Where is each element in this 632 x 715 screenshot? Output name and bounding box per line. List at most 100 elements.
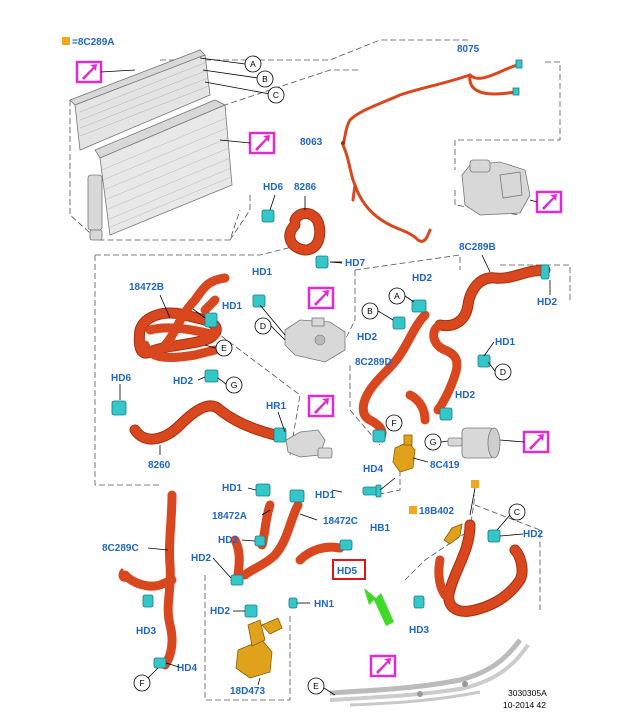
- callout-circle: [256, 70, 274, 88]
- callout-letter: F: [139, 678, 144, 688]
- part-label: 8286: [294, 182, 317, 193]
- callout-circle: [225, 376, 243, 394]
- clamp-label: HD1: [495, 337, 515, 348]
- callout-circle: [244, 55, 262, 73]
- part-label: 8063: [300, 137, 323, 148]
- view-detail-icon: [75, 60, 136, 84]
- green-pointer-arrow: [364, 588, 394, 626]
- clamp-label: HB1: [370, 523, 390, 534]
- clamp-label: HD3: [409, 625, 429, 636]
- part-label: 8C419: [430, 460, 460, 471]
- clamp-leader-lines: [165, 261, 524, 668]
- clamp-label: HD3: [136, 626, 156, 637]
- part-labels: 8075 8063 8286 18472B 8C289B 8C289D 8260…: [102, 44, 496, 697]
- overflow-hoses-top-right: [341, 59, 523, 243]
- hose-8260: [111, 384, 287, 455]
- clamp-label: HD2: [357, 332, 377, 343]
- clamp-label: HD5: [337, 566, 357, 577]
- thermostat-housing: [259, 304, 346, 363]
- callout-circle: [385, 414, 403, 432]
- clamp-label: HD2: [412, 273, 432, 284]
- view-detail-icon: [219, 131, 276, 155]
- clamp-label: HD6: [263, 182, 283, 193]
- view-detail-icon: [307, 286, 335, 310]
- valve-8C419: [392, 434, 429, 473]
- callout-letter: B: [367, 306, 373, 316]
- callout-letter: D: [260, 321, 266, 331]
- hose-8C289B-8C289D: [358, 254, 551, 443]
- view-detail-icon: [369, 654, 397, 678]
- callout-circle: [508, 503, 526, 521]
- part-label: 8C289C: [102, 543, 139, 554]
- grey-pipes-bottom: E: [307, 638, 530, 707]
- view-detail-icons: [75, 60, 563, 678]
- callout-letter: G: [231, 380, 238, 390]
- callout-letter: E: [221, 343, 227, 353]
- hose-8C289C: F: [118, 490, 177, 692]
- part-label: 8260: [148, 460, 171, 471]
- hose-18472A-18472C: [230, 483, 353, 618]
- clamp-label: HD2: [523, 529, 543, 540]
- callout-letter: F: [391, 418, 396, 428]
- hose-18472B-bundle: [133, 273, 266, 383]
- legend-text: =8C289A: [72, 37, 115, 48]
- callout-group-right: A B D F G: [361, 287, 512, 451]
- clamp-label: HD1: [222, 301, 242, 312]
- part-label: 8C289B: [459, 242, 496, 253]
- bolt-hb1: [362, 477, 396, 498]
- part-label: 18472C: [323, 516, 358, 527]
- callout-circle: [494, 363, 512, 381]
- view-detail-icon: [535, 190, 563, 214]
- hose-18B402-lower-right: C: [413, 480, 528, 617]
- callout-letter: C: [514, 507, 520, 517]
- gold-swatch-18B402: [409, 506, 417, 514]
- date-code: 10-2014 42: [503, 700, 546, 710]
- callout-letter: A: [250, 59, 256, 69]
- clamp-label: HD2: [455, 390, 475, 401]
- part-label: 18B402: [419, 506, 454, 517]
- callout-circle: [307, 677, 325, 695]
- clamp-label: HD1: [222, 483, 242, 494]
- clamp-label: HD6: [111, 373, 131, 384]
- part-label: 8C289D: [355, 357, 392, 368]
- callout-letter: A: [394, 291, 400, 301]
- legend-swatch: [62, 37, 70, 45]
- view-detail-icon: [499, 430, 550, 454]
- clamp-label: HD2: [537, 297, 557, 308]
- callout-circle: [215, 339, 233, 357]
- callout-letter: B: [262, 74, 268, 84]
- dashed-group-lines: [69, 39, 571, 701]
- clamp-label: HD7: [345, 258, 365, 269]
- clamp-label: HD1: [252, 267, 272, 278]
- clamp-label: HD2: [210, 606, 230, 617]
- clamp-label: HN1: [314, 599, 334, 610]
- hose-8286: [261, 194, 342, 269]
- part-label: 18472B: [129, 282, 164, 293]
- callout-letter: C: [273, 90, 279, 100]
- pump-18D473: [235, 617, 283, 686]
- clamp-label: HD4: [177, 663, 197, 674]
- part-label: 18D473: [230, 686, 265, 697]
- radiator-assembly: [69, 49, 233, 241]
- coolant-reservoir: [461, 159, 538, 216]
- callout-circle: [133, 674, 151, 692]
- callout-circle: [254, 317, 272, 335]
- clamp-label: HR1: [266, 401, 286, 412]
- callout-group-deg-left: D E G: [204, 317, 272, 394]
- clamp-label: HD2: [173, 376, 193, 387]
- fitting-hr1: [277, 411, 333, 459]
- callout-group-abc-top: A B C: [199, 55, 285, 104]
- part-label: 18472A: [212, 511, 247, 522]
- highlight-box-hd5: [332, 559, 366, 580]
- clamp-label: HD1: [315, 490, 335, 501]
- view-detail-icon: [307, 394, 335, 418]
- clamp-labels: HD6 HD7 HD1 HD1 HD2 HD6 HR1 HD2 HD2 HD2 …: [111, 182, 557, 674]
- clamp-label: HD2: [218, 535, 238, 546]
- clamp-label: HD4: [363, 464, 383, 475]
- callout-letter: E: [313, 681, 319, 691]
- callout-letter: D: [500, 367, 506, 377]
- figure-id: 3030305A: [508, 688, 547, 698]
- clamp-label: HD2: [191, 553, 211, 564]
- oil-cooler: [447, 427, 501, 459]
